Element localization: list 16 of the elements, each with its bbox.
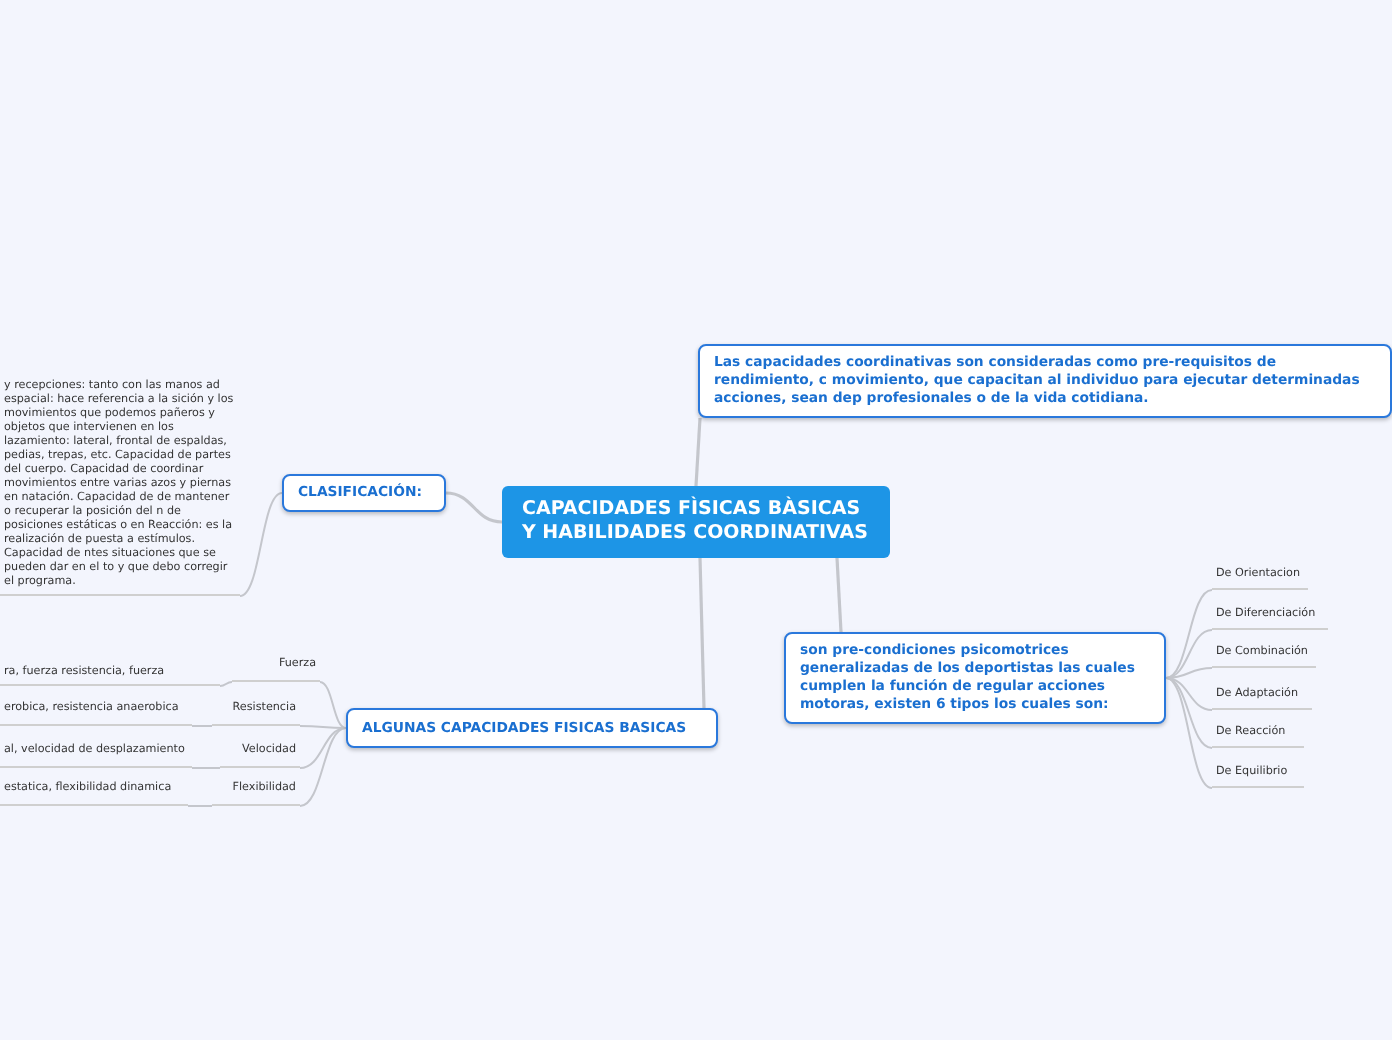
connector-line [835,557,843,633]
connector-line [1165,589,1213,679]
connector-line [239,492,283,597]
connector-line [191,767,221,769]
connector-line [187,805,213,807]
connector-line [1165,677,1213,789]
connector-line [1165,677,1213,711]
central-topic-box: CAPACIDADES FÌSICAS BÀSICAS Y HABILIDADES COORDINATIVAS [502,486,890,558]
connector-line [319,681,347,729]
connector-line [219,681,233,687]
connector-line [191,725,213,727]
connector-line [694,417,702,487]
connector-line [698,557,706,709]
connector-line [299,727,347,807]
connector-line [299,725,347,729]
connector-line [445,491,503,524]
